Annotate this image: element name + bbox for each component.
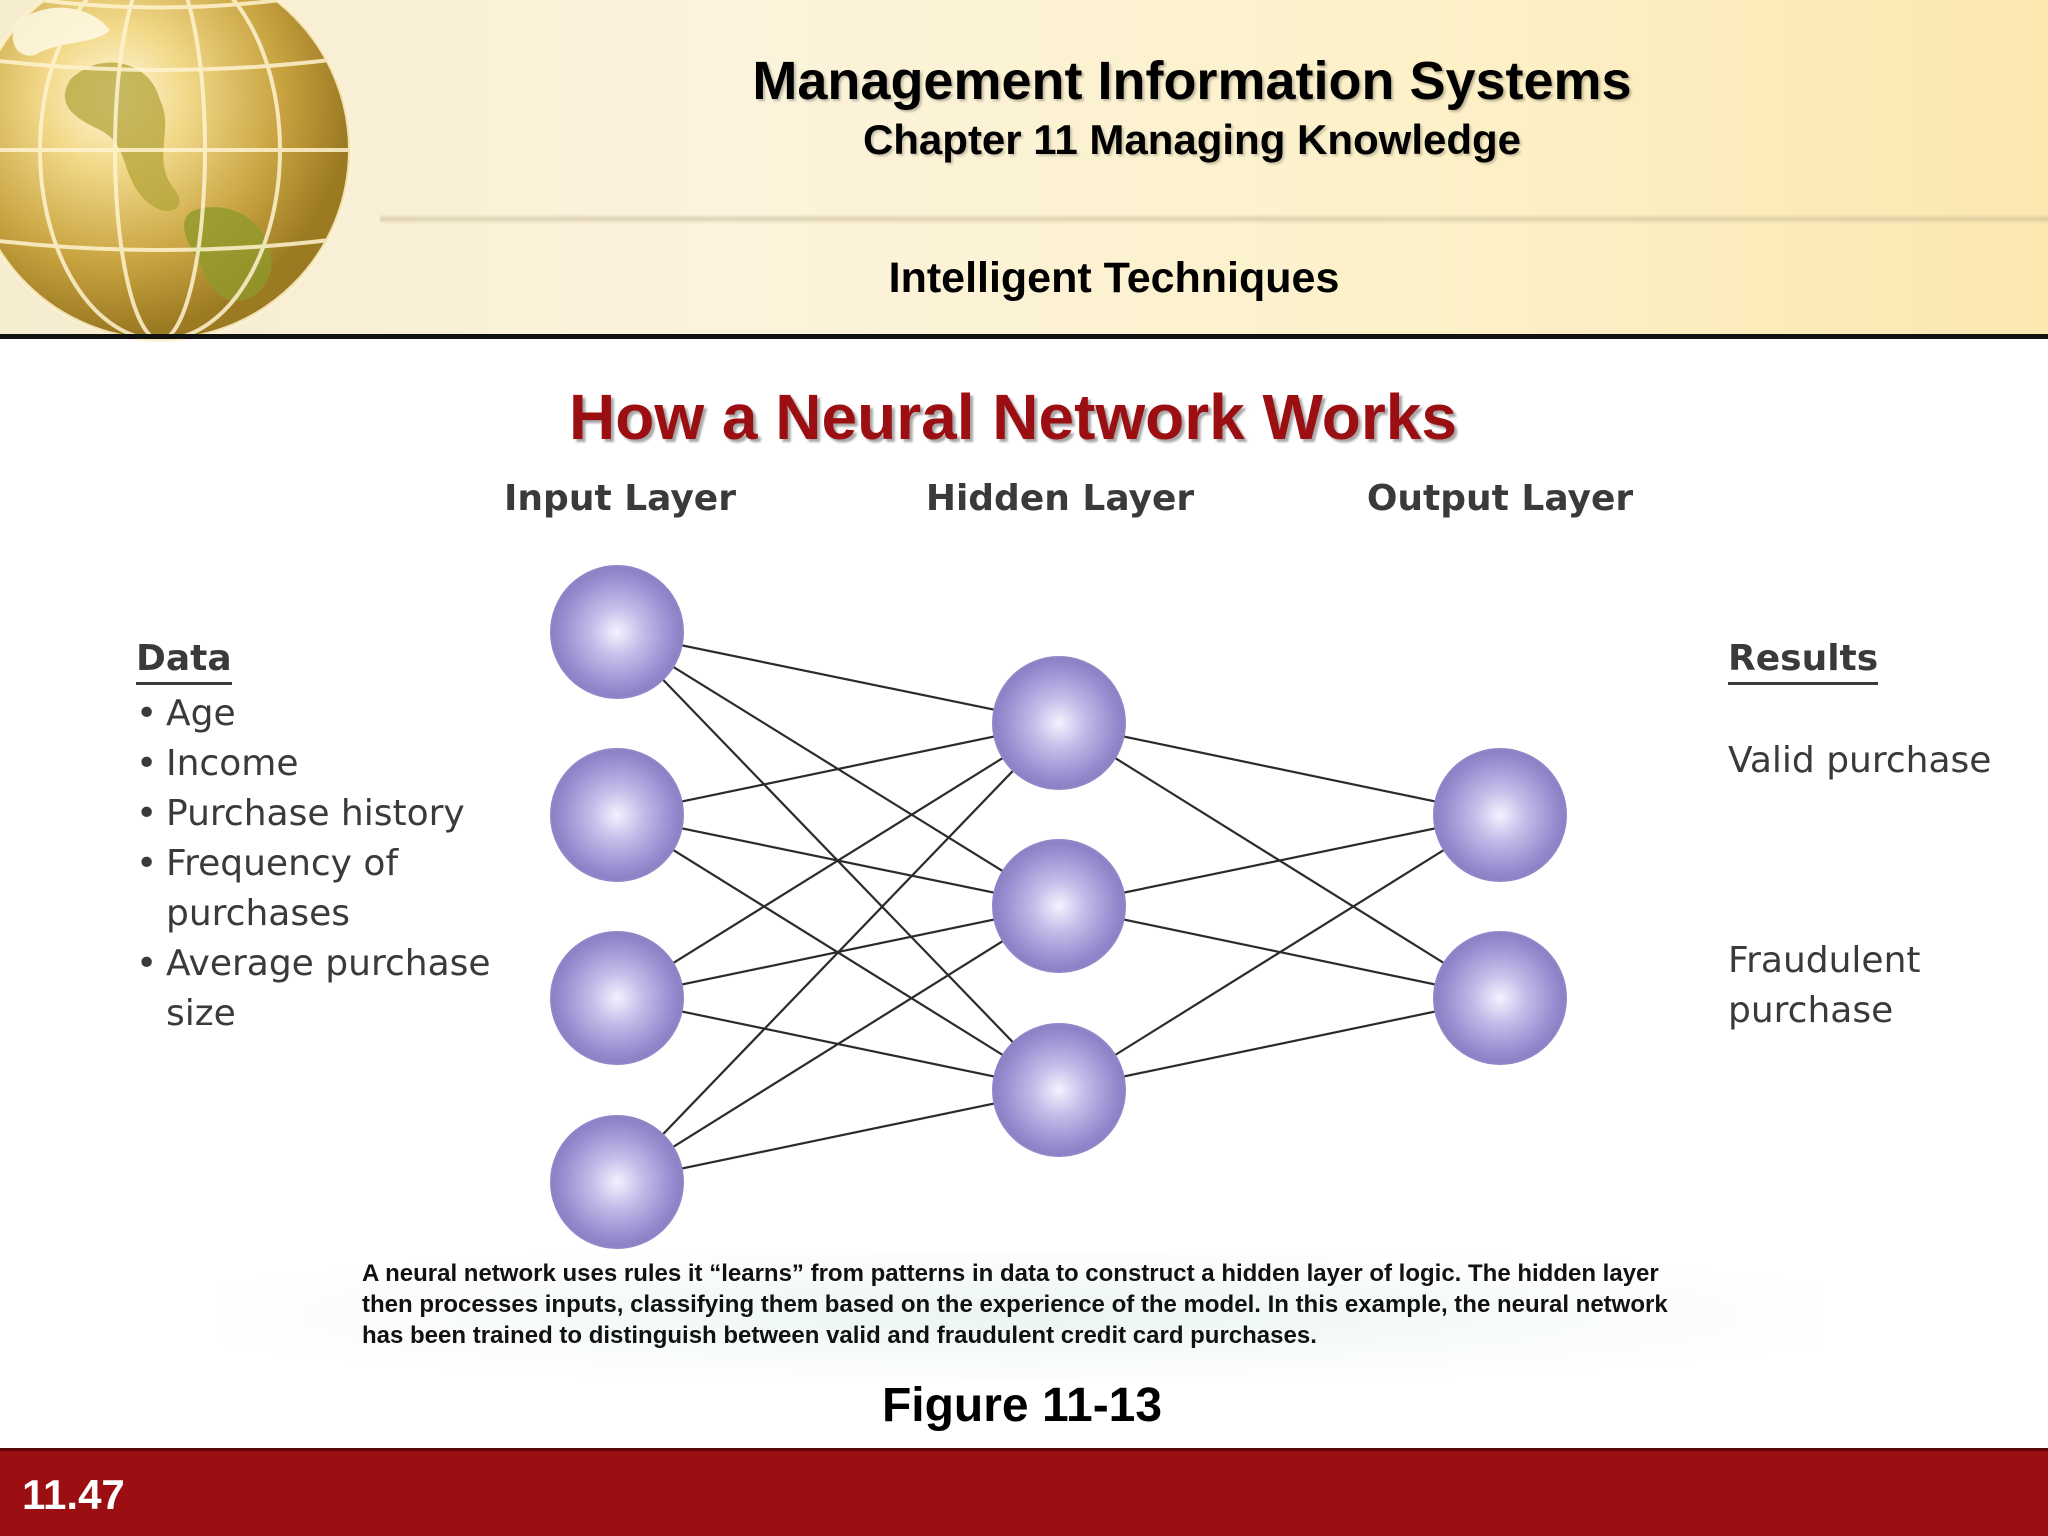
- input-layer-label: Input Layer: [504, 478, 736, 519]
- list-item: Age: [136, 689, 496, 739]
- footer-bar: 11.47: [0, 1448, 2048, 1536]
- slide-title: How a Neural Network Works: [569, 381, 1457, 453]
- caption-background: [220, 1250, 1820, 1380]
- input-node-4: [550, 1115, 684, 1249]
- connection-input-2-to-hidden-1: [616, 721, 1060, 817]
- section-title: Intelligent Techniques: [888, 254, 1340, 302]
- hidden-node-3: [992, 1023, 1126, 1157]
- results-panel: Results Valid purchase Fraudulent purcha…: [1728, 636, 2028, 1031]
- list-item: Frequency of purchases: [136, 839, 496, 939]
- connection-input-4-to-hidden-1: [616, 722, 1060, 1183]
- data-panel: Data Age Income Purchase history Frequen…: [136, 636, 496, 1039]
- connection-input-1-to-hidden-1: [616, 630, 1060, 725]
- list-item: Income: [136, 739, 496, 789]
- connection-hidden-2-to-output-1: [1058, 813, 1501, 908]
- result-valid-purchase: Valid purchase: [1728, 740, 1992, 781]
- connection-hidden-3-to-output-1: [1058, 814, 1501, 1091]
- connection-input-4-to-hidden-2: [616, 905, 1060, 1183]
- results-heading: Results: [1728, 636, 1879, 685]
- list-item: Purchase history: [136, 789, 496, 839]
- result-fraudulent-purchase: Fraudulent purchase: [1728, 940, 1921, 1031]
- chapter-title: Chapter 11 Managing Knowledge: [862, 116, 1522, 163]
- input-node-2: [550, 748, 684, 882]
- hidden-layer-label: Hidden Layer: [925, 478, 1195, 519]
- figure-label: Figure 11-13: [881, 1379, 1163, 1432]
- course-title: Management Information Systems: [752, 51, 1632, 111]
- connection-input-3-to-hidden-1: [616, 722, 1060, 999]
- figure-caption: A neural network uses rules it “learns” …: [362, 1260, 1668, 1349]
- hidden-node-2: [992, 839, 1126, 973]
- connection-hidden-1-to-output-1: [1058, 721, 1501, 817]
- input-node-1: [550, 565, 684, 699]
- connection-input-4-to-hidden-3: [616, 1088, 1060, 1184]
- slide-number: 11.47: [22, 1471, 125, 1518]
- input-node-3: [550, 931, 684, 1065]
- hidden-node-1: [992, 656, 1126, 790]
- globe-icon: [0, 0, 352, 342]
- data-heading: Data: [136, 636, 232, 685]
- list-item: Average purchase size: [136, 939, 496, 1039]
- connection-hidden-3-to-output-2: [1058, 996, 1501, 1092]
- header-divider: [380, 214, 2048, 224]
- data-list: Age Income Purchase history Frequency of…: [136, 689, 496, 1039]
- header-rule: [0, 334, 2048, 339]
- output-node-1: [1433, 748, 1567, 882]
- output-layer-label: Output Layer: [1366, 478, 1634, 519]
- output-node-2: [1433, 931, 1567, 1065]
